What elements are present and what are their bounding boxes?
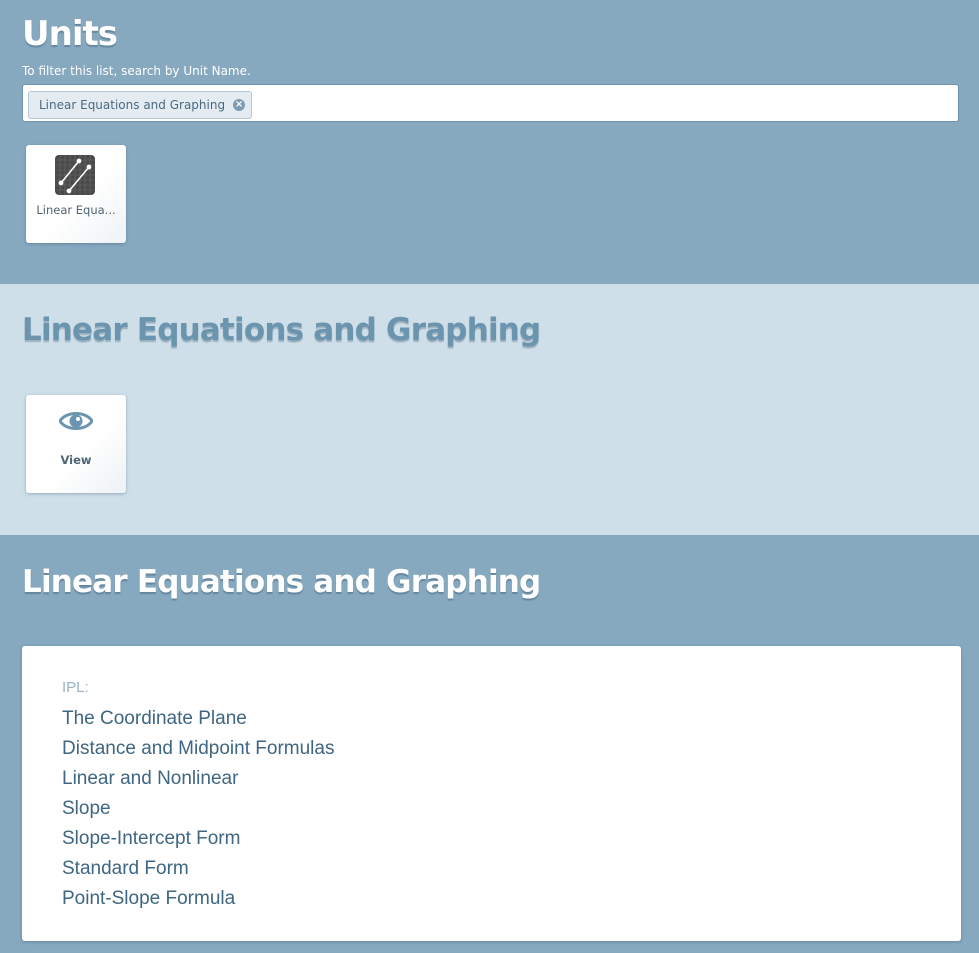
lesson-link[interactable]: Standard Form [62, 858, 189, 879]
eye-icon [59, 412, 93, 430]
units-title: Units [22, 14, 118, 54]
unit-search-input[interactable]: Linear Equations and Graphing × [22, 84, 959, 122]
unit-tile-linear-equations[interactable]: Linear Equa... [26, 145, 126, 243]
lesson-card: IPL: The Coordinate Plane Distance and M… [22, 646, 961, 941]
linear-graph-icon [55, 155, 95, 195]
lesson-list: The Coordinate Plane Distance and Midpoi… [62, 704, 334, 914]
ipl-label: IPL: [62, 679, 89, 696]
lesson-link[interactable]: Linear and Nonlinear [62, 768, 239, 789]
lesson-link[interactable]: Point-Slope Formula [62, 888, 236, 909]
filter-tag: Linear Equations and Graphing × [28, 91, 253, 119]
filter-tag-label: Linear Equations and Graphing [39, 98, 226, 112]
view-label: View [60, 453, 92, 467]
lesson-link[interactable]: Distance and Midpoint Formulas [62, 738, 335, 759]
unit-detail-title: Linear Equations and Graphing [22, 564, 541, 600]
lesson-link[interactable]: Slope [62, 798, 111, 819]
unit-actions-title: Linear Equations and Graphing [22, 312, 541, 348]
units-section [0, 0, 979, 284]
view-button[interactable]: View [26, 395, 126, 493]
remove-tag-icon[interactable]: × [233, 99, 246, 111]
lesson-link[interactable]: Slope-Intercept Form [62, 828, 241, 849]
lesson-link[interactable]: The Coordinate Plane [62, 708, 247, 729]
units-filter-hint: To filter this list, search by Unit Name… [22, 64, 251, 78]
unit-tile-label: Linear Equa... [36, 203, 116, 217]
unit-actions-section [0, 284, 979, 535]
